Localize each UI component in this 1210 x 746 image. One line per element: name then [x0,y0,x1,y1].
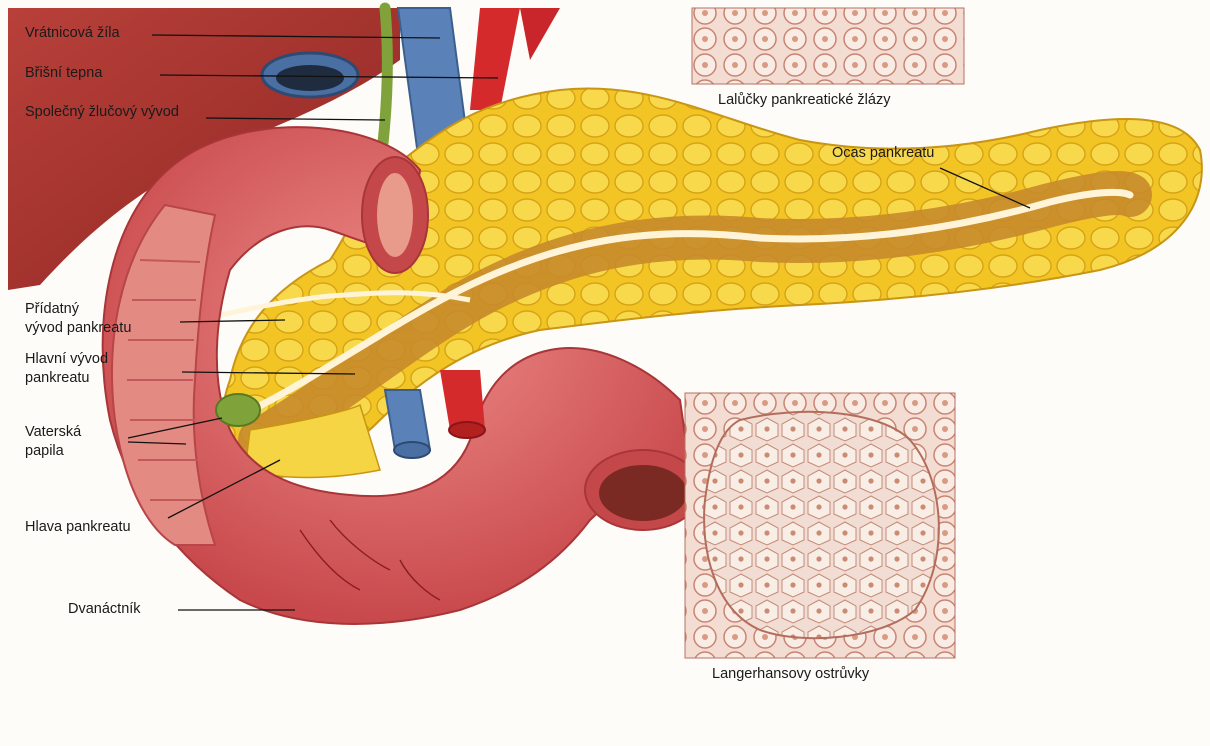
portal-vein-label: Vrátnicová žíla [25,24,120,43]
duodenum-label: Dvanáctník [68,600,141,619]
islets-label: Langerhansovy ostrůvky [712,665,869,684]
vater-papilla-shape [216,394,260,426]
accessory-duct-label-line2: vývod pankreatu [25,319,131,338]
main-duct-label-line2: pankreatu [25,369,90,388]
vater-papilla-label-line2: papila [25,442,64,461]
pancreas-tail-label: Ocas pankreatu [832,144,934,163]
celiac-artery-label: Břišní tepna [25,64,102,83]
acini-label: Lalůčky pankreatické žlázy [718,91,890,110]
acini-micrograph [692,8,964,84]
islet-cluster [704,412,939,638]
common-bile-duct-label: Společný žlučový vývod [25,103,179,122]
pancreas-head-label: Hlava pankreatu [25,518,131,537]
main-duct-label-line1: Hlavní vývod [25,350,108,369]
accessory-duct-label-line1: Přídatný [25,300,79,319]
vater-papilla-label-line1: Vaterská [25,423,81,442]
celiac-artery-shape [470,8,520,110]
